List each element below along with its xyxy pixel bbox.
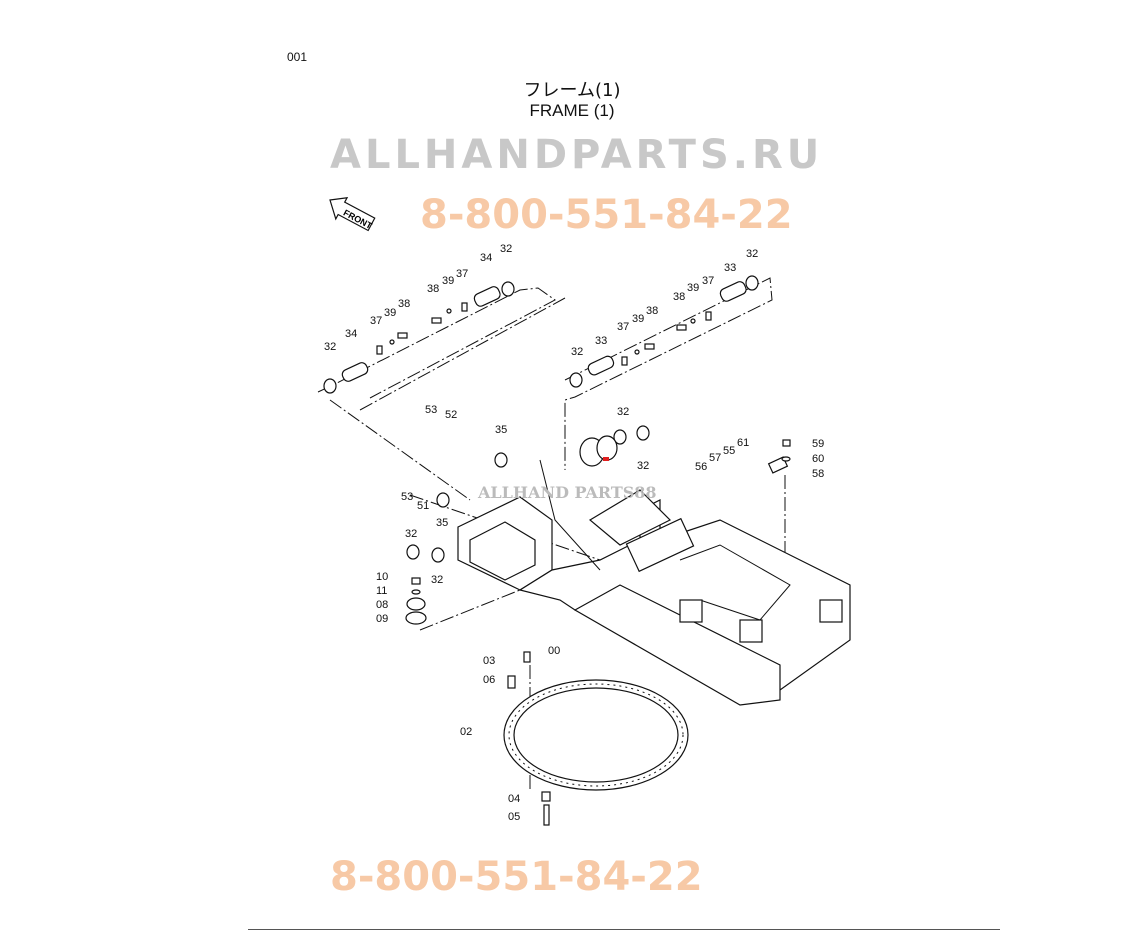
callout: 39 xyxy=(632,313,644,325)
callout: 55 xyxy=(723,445,735,457)
callout: 33 xyxy=(595,335,607,347)
callout: 53 xyxy=(401,491,413,503)
callout: 39 xyxy=(384,307,396,319)
callout: 06 xyxy=(483,674,495,686)
callout: 02 xyxy=(460,726,472,738)
callout: 57 xyxy=(709,452,721,464)
callout: 08 xyxy=(376,599,388,611)
callout: 32 xyxy=(746,248,758,260)
callout: 32 xyxy=(324,341,336,353)
callout: 32 xyxy=(500,243,512,255)
main-frame xyxy=(457,459,851,706)
callout: 39 xyxy=(442,275,454,287)
callout: 37 xyxy=(370,315,382,327)
callout: 58 xyxy=(812,468,824,480)
callout: 35 xyxy=(436,517,448,529)
callout: 32 xyxy=(617,406,629,418)
callout: 51 xyxy=(417,500,429,512)
page-number: 001 xyxy=(287,50,308,64)
callout: 38 xyxy=(398,298,410,310)
title-english: FRAME (1) xyxy=(529,101,615,120)
callout: 38 xyxy=(427,283,439,295)
bottom-rule xyxy=(248,929,1000,930)
callout: 52 xyxy=(445,409,457,421)
phone-watermark: 8-800-551-84-22 xyxy=(420,192,793,238)
callout: 32 xyxy=(405,528,417,540)
callout: 53 xyxy=(425,404,437,416)
callout: 60 xyxy=(812,453,824,465)
callout: 34 xyxy=(480,252,492,264)
callout: 09 xyxy=(376,613,388,625)
callout: 04 xyxy=(508,793,520,805)
site-watermark: ALLHANDPARTS.RU xyxy=(330,132,823,178)
front-arrow-icon: FRONT xyxy=(329,196,376,232)
phone-watermark: 8-800-551-84-22 xyxy=(330,854,703,900)
title-japanese: フレーム(1) xyxy=(523,80,621,101)
callout: 37 xyxy=(617,321,629,333)
callout: 35 xyxy=(495,424,507,436)
callout: 32 xyxy=(571,346,583,358)
callout: 37 xyxy=(702,275,714,287)
callout: 00 xyxy=(548,645,560,657)
logo-watermark: ALLHAND PARTS88 xyxy=(477,483,657,502)
callout: 38 xyxy=(673,291,685,303)
callout: 59 xyxy=(812,438,824,450)
pin-parts xyxy=(323,275,791,826)
callout: 61 xyxy=(737,437,749,449)
callout: 10 xyxy=(376,571,388,583)
callout: 03 xyxy=(483,655,495,667)
callout: 37 xyxy=(456,268,468,280)
callout: 34 xyxy=(345,328,357,340)
callout-labels: 32 34 37 39 38 38 39 37 34 32 32 33 37 3… xyxy=(324,243,824,823)
callout: 32 xyxy=(431,574,443,586)
callout: 56 xyxy=(695,461,707,473)
callout: 39 xyxy=(687,282,699,294)
callout: 33 xyxy=(724,262,736,274)
watermarks: ALLHANDPARTS.RU 8-800-551-84-22 8-800-55… xyxy=(330,132,823,900)
callout: 38 xyxy=(646,305,658,317)
callout: 05 xyxy=(508,811,520,823)
callout: 11 xyxy=(376,585,387,597)
callout: 32 xyxy=(637,460,649,472)
swing-bearing-ring xyxy=(503,679,689,791)
